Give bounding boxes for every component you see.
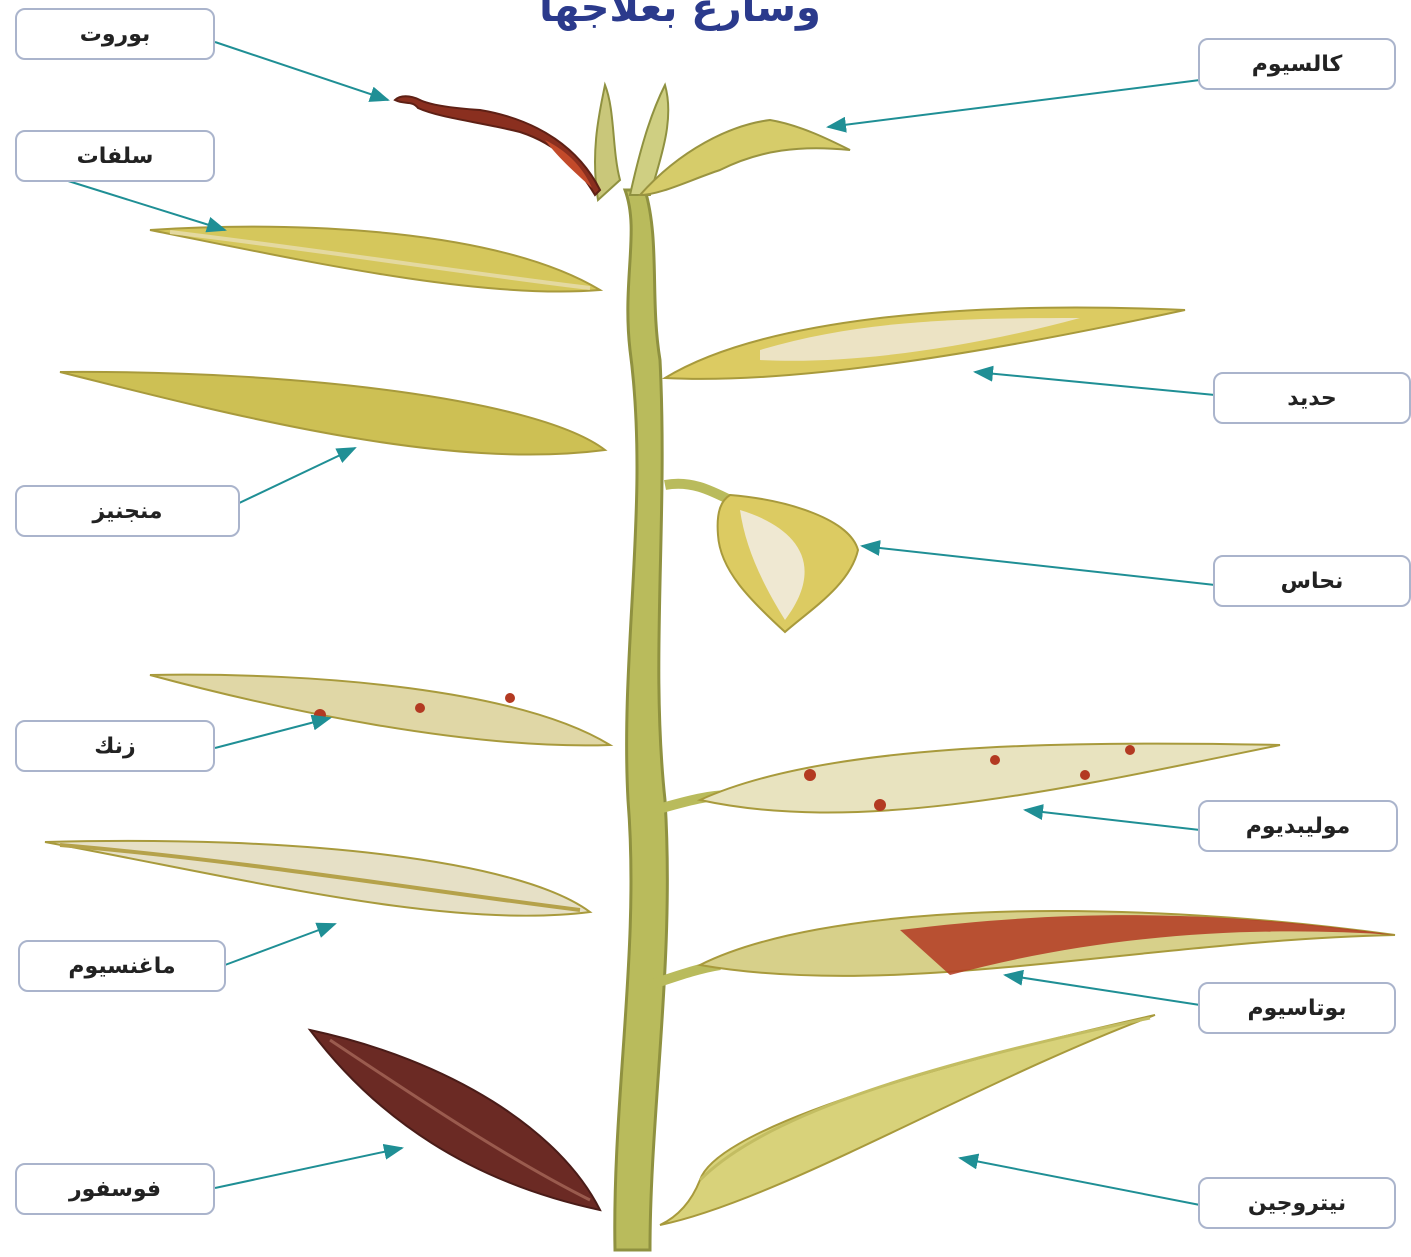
leaf-boron-tip xyxy=(395,96,600,195)
leaf-manganese xyxy=(60,372,605,455)
arrow-molybdenum xyxy=(1025,810,1200,830)
leaf-calcium-tip xyxy=(640,120,850,195)
leaf-zinc xyxy=(150,675,610,746)
label-boron: بوروت xyxy=(15,8,215,60)
arrow-iron xyxy=(975,372,1215,395)
leaf-molybdenum xyxy=(700,744,1280,813)
label-manganese: منجنيز xyxy=(15,485,240,537)
label-magnesium: ماغنسيوم xyxy=(18,940,226,992)
label-calcium: كالسيوم xyxy=(1198,38,1396,90)
label-iron: حديد xyxy=(1213,372,1411,424)
label-copper: نحاس xyxy=(1213,555,1411,607)
leaf-bud-top xyxy=(595,85,620,200)
plant-stem xyxy=(615,190,668,1250)
arrow-phosphorus xyxy=(215,1148,402,1188)
label-phosphorus: فوسفور xyxy=(15,1163,215,1215)
arrow-potassium xyxy=(1005,975,1200,1005)
label-zinc: زنك xyxy=(15,720,215,772)
label-sulfates: سلفات xyxy=(15,130,215,182)
label-potassium: بوتاسيوم xyxy=(1198,982,1396,1034)
arrow-calcium xyxy=(828,80,1200,127)
arrow-zinc xyxy=(215,718,330,748)
leaf-nitrogen xyxy=(660,1015,1155,1225)
arrow-magnesium xyxy=(225,924,335,965)
arrow-boron xyxy=(215,42,388,100)
arrow-copper xyxy=(862,546,1215,585)
arrow-sulfates xyxy=(65,180,225,230)
arrow-nitrogen xyxy=(960,1158,1200,1205)
label-molybdenum: موليبديوم xyxy=(1198,800,1398,852)
label-nitrogen: نيتروجين xyxy=(1198,1177,1396,1229)
